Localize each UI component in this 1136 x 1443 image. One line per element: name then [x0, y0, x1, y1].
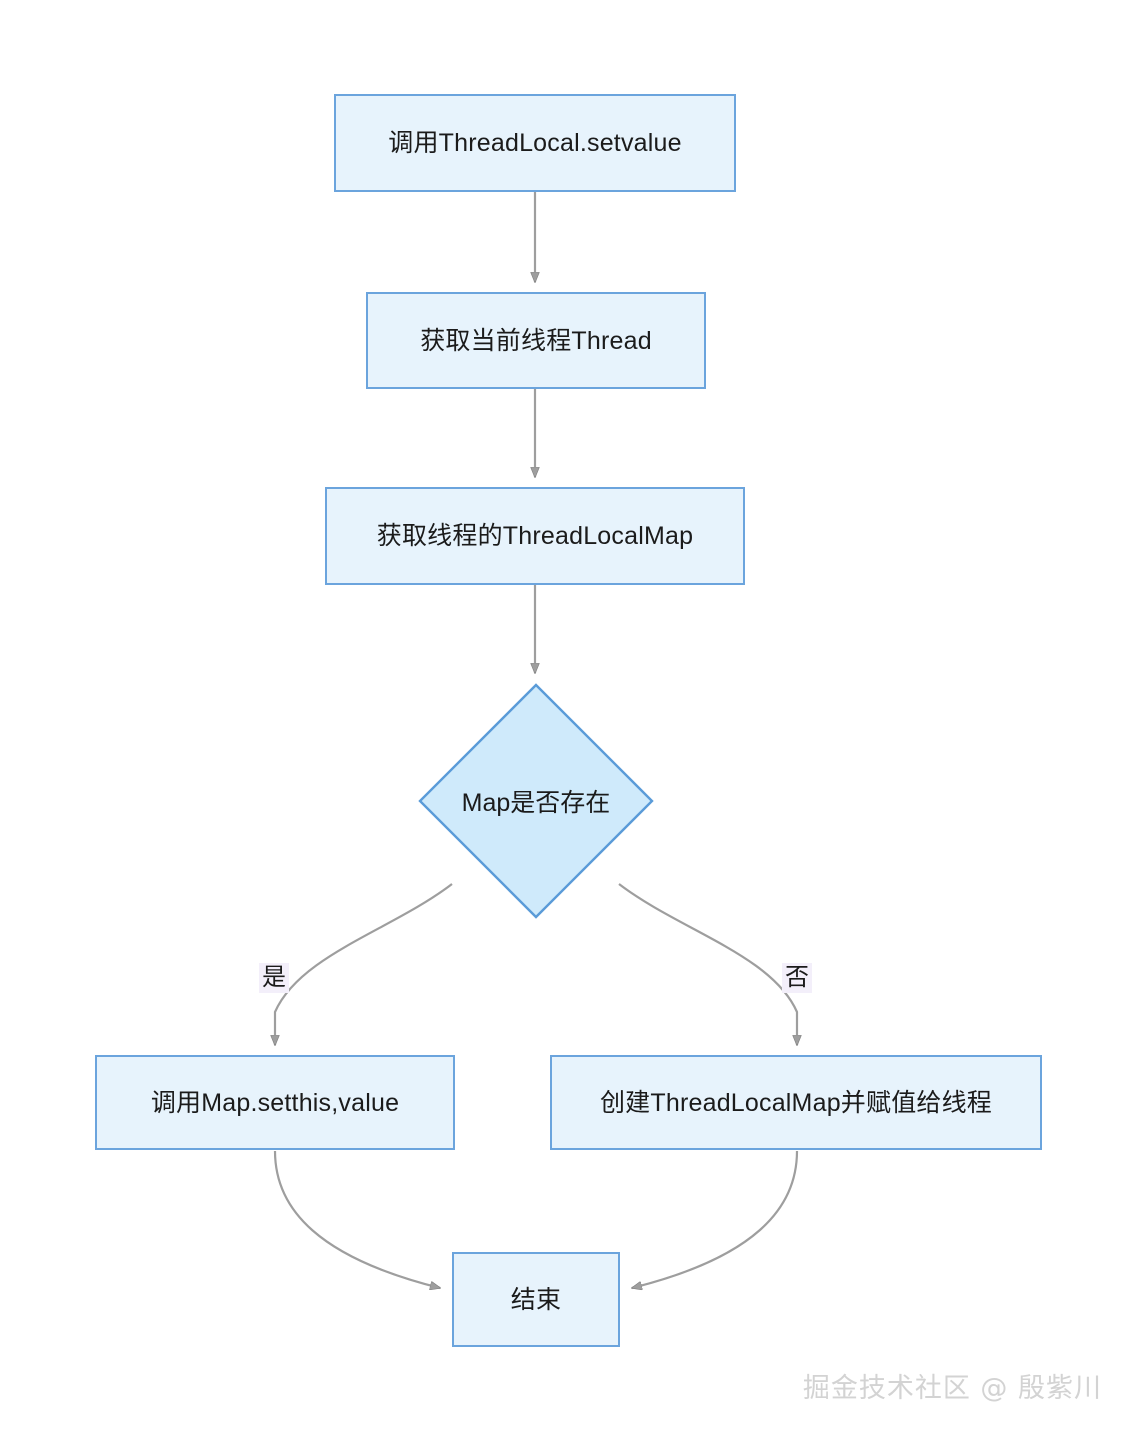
edge-createmap-to-end: [632, 1150, 799, 1288]
node-start-label: 调用ThreadLocal.setvalue: [388, 129, 682, 157]
node-get-threadlocalmap[interactable]: 获取线程的ThreadLocalMap: [325, 487, 745, 585]
node-create-threadlocalmap-label: 创建ThreadLocalMap并赋值给线程: [599, 1088, 992, 1117]
node-create-threadlocalmap[interactable]: 创建ThreadLocalMap并赋值给线程: [550, 1055, 1042, 1150]
node-get-thread-label: 获取当前线程Thread: [420, 326, 652, 355]
node-end[interactable]: 结束: [452, 1252, 620, 1347]
node-call-map-set[interactable]: 调用Map.setthis,value: [95, 1055, 455, 1150]
node-map-exists-decision-label: Map是否存在: [461, 789, 611, 817]
node-get-threadlocalmap-label: 获取线程的ThreadLocalMap: [376, 522, 694, 550]
edge-label-yes: 是: [259, 963, 289, 993]
watermark: 掘金技术社区 @ 殷紫川: [802, 1373, 1102, 1404]
edge-setmap-to-end: [273, 1150, 440, 1288]
edge-label-no: 否: [782, 963, 812, 993]
node-call-map-set-label: 调用Map.setthis,value: [150, 1088, 400, 1117]
node-get-thread[interactable]: 获取当前线程Thread: [366, 292, 706, 389]
node-end-label: 结束: [510, 1285, 562, 1314]
edge-label-yes-text: 是: [262, 964, 286, 991]
diamond-shape: [418, 683, 654, 919]
node-start[interactable]: 调用ThreadLocal.setvalue: [334, 94, 736, 192]
edge-label-no-text: 否: [785, 964, 809, 991]
node-map-exists-decision[interactable]: Map是否存在: [418, 683, 654, 919]
